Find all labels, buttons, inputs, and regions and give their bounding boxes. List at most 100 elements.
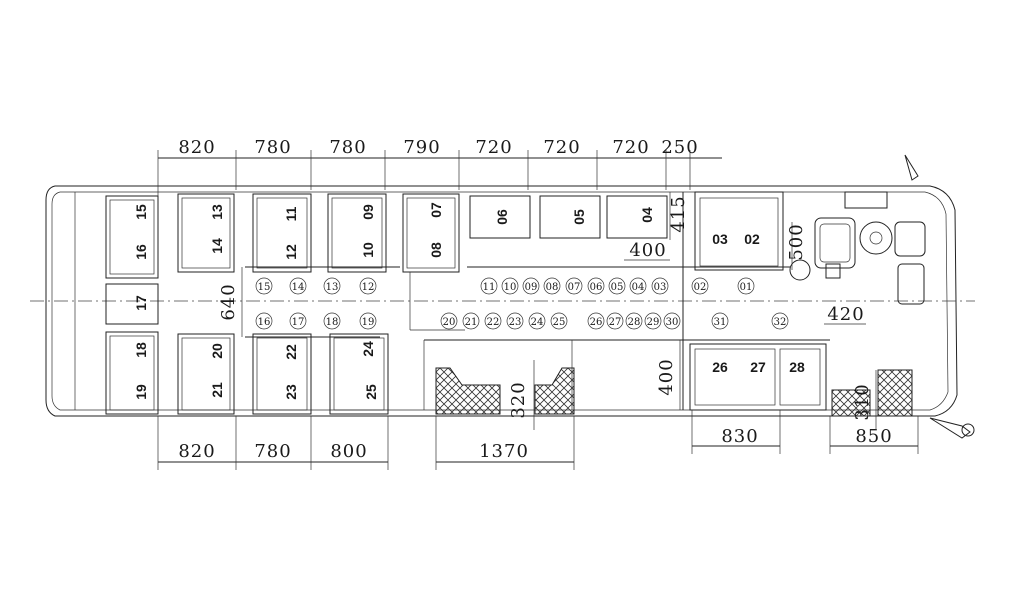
- dim-320: 320: [508, 381, 529, 418]
- seat-25: 25: [363, 384, 379, 400]
- seat-21: 21: [209, 382, 225, 398]
- bus-body-outline: [30, 185, 975, 417]
- dim-bottom-830: 830: [721, 426, 758, 447]
- seat-labels-lower: 17 18 19 20 21 22 23 24 25 26 27 28: [133, 295, 805, 400]
- seat-05: 05: [571, 209, 587, 225]
- rear-bench: [105, 195, 159, 415]
- marker-05: 05: [608, 277, 626, 295]
- marker-08: 08: [543, 277, 561, 295]
- seat-15: 15: [133, 204, 149, 220]
- marker-09: 09: [522, 277, 540, 295]
- seat-11: 11: [283, 206, 299, 221]
- marker-10: 10: [501, 277, 519, 295]
- svg-text:04: 04: [632, 282, 645, 293]
- marker-17: 17: [289, 312, 307, 330]
- hatched-areas: [435, 367, 913, 417]
- svg-text:10: 10: [504, 282, 517, 293]
- seat-07: 07: [428, 202, 444, 218]
- seat-17: 17: [133, 295, 149, 311]
- marker-24: 24: [528, 312, 546, 330]
- dim-top-720c: 720: [612, 137, 649, 158]
- dim-top-790: 790: [403, 137, 440, 158]
- marker-19: 19: [359, 312, 377, 330]
- svg-text:16: 16: [258, 317, 271, 328]
- dim-400-vertical: 400: [656, 358, 677, 395]
- svg-text:29: 29: [647, 317, 660, 328]
- seat-22: 22: [283, 344, 299, 360]
- marker-21: 21: [462, 312, 480, 330]
- dim-bottom-1370: 1370: [479, 441, 529, 462]
- svg-text:31: 31: [714, 317, 727, 328]
- marker-31: 31: [711, 312, 729, 330]
- handrails: [245, 192, 830, 410]
- svg-text:15: 15: [258, 282, 271, 293]
- marker-22: 22: [484, 312, 502, 330]
- dim-500: 500: [786, 223, 807, 260]
- seat-16: 16: [133, 244, 149, 260]
- svg-text:09: 09: [525, 282, 538, 293]
- svg-text:25: 25: [553, 317, 566, 328]
- svg-text:08: 08: [546, 282, 559, 293]
- handle-markers-upper: 15 14 13 12 11 10 09 08 07 06 05 04 03 0…: [255, 277, 755, 295]
- marker-27: 27: [606, 312, 624, 330]
- svg-text:28: 28: [628, 317, 641, 328]
- svg-text:02: 02: [694, 282, 707, 293]
- dim-310: 310: [852, 383, 873, 420]
- driver-area: [789, 154, 975, 439]
- svg-text:18: 18: [326, 317, 339, 328]
- marker-11: 11: [480, 277, 498, 295]
- svg-text:11: 11: [483, 282, 496, 293]
- svg-text:21: 21: [465, 317, 478, 328]
- dim-top-720b: 720: [543, 137, 580, 158]
- svg-text:07: 07: [568, 282, 581, 293]
- seat-labels-upper: 15 16 13 14 11 12 09 10 07 08 06 05 04 0…: [133, 202, 760, 260]
- svg-text:01: 01: [740, 282, 753, 293]
- marker-18: 18: [323, 312, 341, 330]
- dim-bottom-850: 850: [855, 426, 892, 447]
- marker-26: 26: [587, 312, 605, 330]
- seat-28: 28: [789, 359, 805, 375]
- marker-03: 03: [651, 277, 669, 295]
- seat-02: 02: [744, 231, 760, 247]
- svg-text:32: 32: [774, 317, 787, 328]
- marker-06: 06: [587, 277, 605, 295]
- svg-text:22: 22: [487, 317, 500, 328]
- seat-10: 10: [360, 242, 376, 258]
- svg-text:20: 20: [443, 317, 456, 328]
- dim-top-250: 250: [661, 137, 698, 158]
- marker-13: 13: [323, 277, 341, 295]
- dim-420: 420: [827, 304, 864, 325]
- marker-23: 23: [506, 312, 524, 330]
- seat-09: 09: [360, 204, 376, 220]
- marker-15: 15: [255, 277, 273, 295]
- marker-28: 28: [625, 312, 643, 330]
- marker-07: 07: [565, 277, 583, 295]
- svg-text:17: 17: [292, 317, 305, 328]
- marker-04: 04: [629, 277, 647, 295]
- dim-top-780a: 780: [254, 137, 291, 158]
- bottom-dimension-chain: 820 780 800 1370 830 850: [157, 410, 919, 470]
- top-dimension-chain: 820 780 780 790 720 720 720 250: [157, 137, 722, 196]
- svg-text:06: 06: [590, 282, 603, 293]
- marker-14: 14: [289, 277, 307, 295]
- marker-30: 30: [663, 312, 681, 330]
- seat-20: 20: [209, 343, 225, 359]
- marker-16: 16: [255, 312, 273, 330]
- seat-14: 14: [209, 238, 225, 254]
- marker-20: 20: [440, 312, 458, 330]
- seat-23: 23: [283, 384, 299, 400]
- svg-text:26: 26: [590, 317, 603, 328]
- seat-19: 19: [133, 384, 149, 400]
- dim-bottom-820: 820: [178, 441, 215, 462]
- seat-24: 24: [360, 341, 376, 357]
- vertical-dimensions: 640 400 415 400 500 420 320 310: [218, 192, 877, 430]
- marker-29: 29: [644, 312, 662, 330]
- seat-08: 08: [428, 242, 444, 258]
- svg-text:13: 13: [326, 282, 339, 293]
- marker-02: 02: [691, 277, 709, 295]
- seat-frames: [177, 191, 827, 415]
- svg-text:05: 05: [611, 282, 624, 293]
- svg-text:30: 30: [666, 317, 679, 328]
